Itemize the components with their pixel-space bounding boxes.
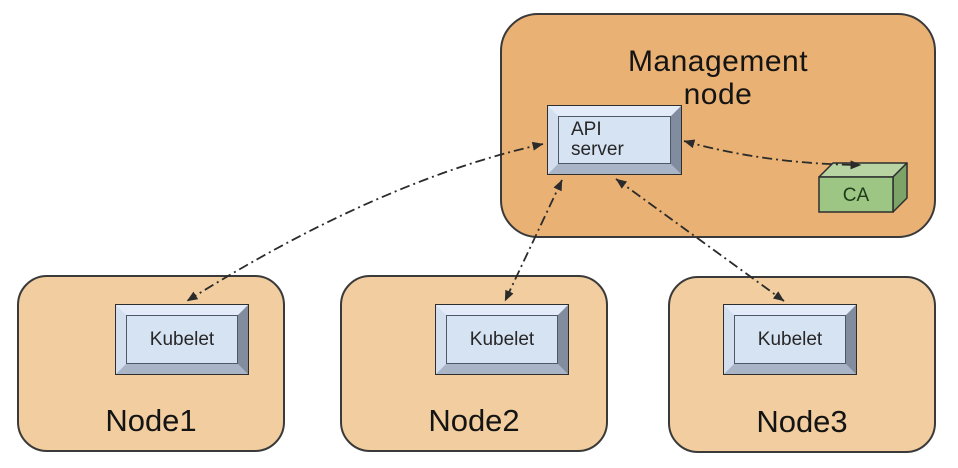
kubelet-box-node1: Kubelet <box>115 304 249 375</box>
management-node-label: Management node <box>502 45 934 111</box>
node-3-label: Node3 <box>756 404 848 439</box>
kubelet-box-node3: Kubelet <box>723 304 857 375</box>
api-server-face: API server <box>558 116 671 164</box>
node-1: Kubelet Node1 <box>17 275 285 452</box>
management-node-label-line1: Management <box>627 45 809 78</box>
node-2: Kubelet Node2 <box>340 275 608 452</box>
kubelet-bevel: Kubelet <box>116 305 248 374</box>
node-3: Kubelet Node3 <box>668 276 936 453</box>
kubelet-box-node2: Kubelet <box>435 304 569 375</box>
node-2-label: Node2 <box>428 403 520 438</box>
management-node: Management node API server <box>500 13 936 238</box>
kubelet-bevel: Kubelet <box>436 305 568 374</box>
node-1-label: Node1 <box>105 403 197 438</box>
management-node-label-line2: node <box>683 78 753 111</box>
api-server-bevel: API server <box>548 106 681 174</box>
api-server-label-line2: server <box>571 139 624 160</box>
api-server-label-line1: API <box>571 119 602 140</box>
kubelet-label-node1: Kubelet <box>126 315 238 364</box>
api-server-box: API server <box>547 105 682 175</box>
kubelet-label-node3: Kubelet <box>734 315 846 364</box>
kubelet-bevel: Kubelet <box>724 305 856 374</box>
kubelet-label-node2: Kubelet <box>446 315 558 364</box>
